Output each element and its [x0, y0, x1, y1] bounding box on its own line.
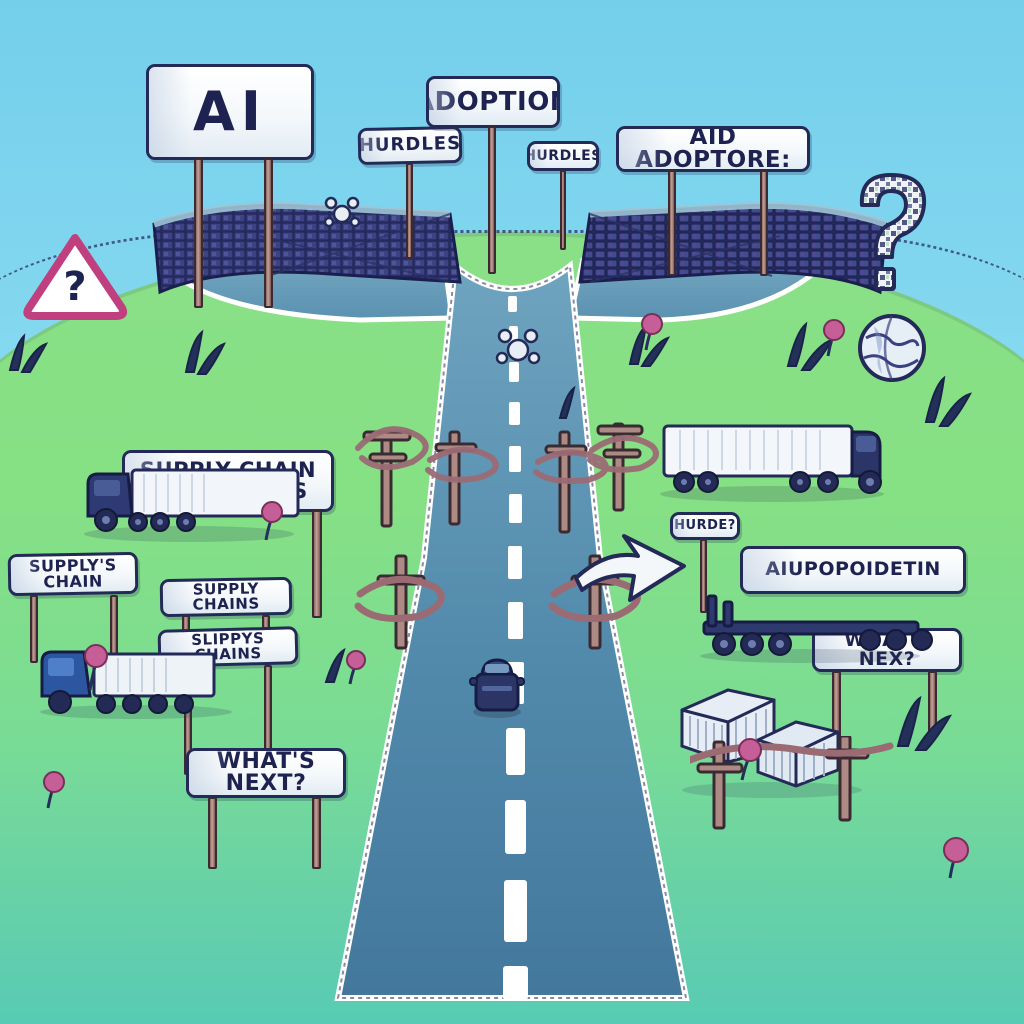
billboard-aiupopoidetin[interactable]: AIUPOPOIDETIN [740, 546, 966, 594]
billboard-ai-label: AI [146, 64, 314, 160]
billboard-whats-next-left[interactable]: WHAT'S NEXT? [186, 748, 346, 869]
truck-icon-right-upper [660, 424, 884, 502]
hill-horizon-line [0, 230, 1024, 350]
billboard-adoption[interactable]: ADOPTION [426, 76, 560, 274]
flower [738, 738, 762, 781]
molecule-doodle-icon [323, 196, 361, 228]
billboard-hurdet-label: HURDE? [670, 512, 740, 540]
warning-sign-graphic: ? [23, 234, 128, 320]
warning-sign[interactable]: ? [22, 232, 132, 357]
truck-icon-left-upper [84, 468, 300, 542]
road-center-line [503, 296, 528, 1000]
billboard-supplys-chain-post-left [30, 595, 38, 663]
billboard-ai[interactable]: AI [146, 64, 314, 308]
billboard-ai-post-left [194, 158, 203, 308]
flower [943, 837, 969, 879]
billboard-whats-next-left-post-left [208, 797, 217, 869]
billboard-hurdles-1-post [406, 163, 413, 259]
billboard-aid-adoptore-label: AID ADOPTORE: [616, 126, 810, 172]
car-icon [469, 658, 525, 718]
billboard-aid-adoptore[interactable]: AID ADOPTORE: [616, 126, 810, 276]
utility-poles-right-lower [690, 736, 894, 830]
billboard-aiupopoidetin-label: AIUPOPOIDETIN [740, 546, 966, 594]
trailer-icon-right [700, 594, 933, 663]
molecule-doodle-icon-2 [495, 328, 541, 365]
right-arrow-icon [574, 534, 686, 602]
truck-icon-left-lower [40, 650, 232, 719]
billboard-whats-next-left-label: WHAT'S NEXT? [186, 748, 346, 798]
barrier-crossbar [686, 202, 736, 213]
flower [823, 319, 845, 357]
billboard-whats-next-left-post-right [312, 797, 321, 869]
billboard-ai-post-right [264, 158, 273, 308]
billboard-supply-chain-challenges-post [312, 510, 322, 618]
billboard-adoption-post [488, 126, 496, 274]
billboard-aid-adoptore-post-right [760, 170, 768, 276]
billboard-hurdles-1[interactable]: HURDLES [357, 125, 463, 259]
utility-poles-upper [355, 422, 659, 534]
question-mark-icon [859, 173, 927, 291]
billboard-hurdles-2-post [560, 170, 566, 250]
billboard-adoption-label: ADOPTION [426, 76, 560, 128]
svg-text:?: ? [63, 264, 86, 310]
billboard-hurdles-2[interactable]: HURDLES [527, 141, 599, 250]
flower [346, 650, 366, 685]
globe-icon [858, 314, 926, 382]
billboard-hurdet-post [700, 539, 707, 613]
billboard-hurdles-2-label: HURDLES [527, 141, 599, 171]
flower [43, 771, 65, 809]
road-outline [336, 264, 688, 999]
billboard-hurdet[interactable]: HURDE? [670, 512, 740, 613]
flower [641, 313, 663, 351]
flower [84, 644, 108, 691]
foliage-decorations [8, 313, 973, 879]
billboard-hurdles-1-label: HURDLES [357, 125, 463, 166]
flower [261, 501, 283, 541]
billboard-aid-adoptore-post-left [668, 170, 676, 276]
